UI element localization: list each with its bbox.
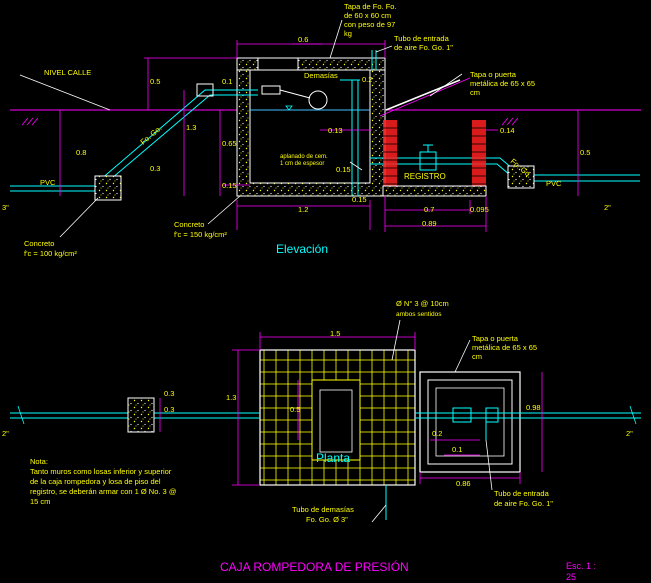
label-tapa-3: con peso de 97 bbox=[344, 20, 395, 29]
label-tapa-puerta-2: metálica de 65 x 65 bbox=[470, 79, 535, 88]
dim-plan-098: 0.98 bbox=[526, 403, 541, 412]
dim-065: 0.65 bbox=[222, 139, 237, 148]
label-tapa-4: kg bbox=[344, 29, 352, 38]
scale-value: 25 bbox=[566, 572, 576, 582]
label-varilla-1: Ø N° 3 @ 10cm bbox=[396, 299, 449, 308]
dim-01: 0.1 bbox=[222, 77, 232, 86]
label-concreto-inner-2: f'c = 150 kg/cm² bbox=[174, 230, 227, 239]
label-pipe-left: 3" bbox=[2, 203, 9, 212]
label-plan-entrada-1: Tubo de entrada bbox=[494, 489, 550, 498]
dim-015a: 0.15 bbox=[222, 181, 237, 190]
drawing-title: CAJA ROMPEDORA DE PRESIÓN bbox=[220, 559, 409, 574]
dim-014: 0.14 bbox=[500, 126, 515, 135]
label-tapa-1: Tapa de Fo. Fo. bbox=[344, 2, 397, 11]
label-pipe-right: 2" bbox=[604, 203, 611, 212]
plan-inner-opening bbox=[311, 379, 361, 461]
label-plan-tapa-3: cm bbox=[472, 352, 482, 361]
registro-lid bbox=[385, 79, 461, 111]
label-tapa-2: de 60 x 60 cm bbox=[344, 11, 391, 20]
label-plan-pipe-right: 2" bbox=[626, 429, 633, 438]
dim-08: 0.8 bbox=[76, 148, 86, 157]
note-line-2: de la caja rompedora y losa de piso del bbox=[30, 477, 161, 486]
label-registro: REGISTRO bbox=[404, 172, 446, 181]
dim-plan-03b: 0.3 bbox=[164, 405, 174, 414]
anchor-block-right bbox=[507, 165, 535, 189]
dim-12: 1.2 bbox=[298, 205, 308, 214]
registro-walls bbox=[382, 120, 487, 197]
label-plan-tapa-2: metálica de 65 x 65 bbox=[472, 343, 537, 352]
dim-07: 0.7 bbox=[424, 205, 434, 214]
plan-dimensions bbox=[159, 332, 543, 486]
dim-plan-13: 1.3 bbox=[226, 393, 236, 402]
note-title: Nota: bbox=[30, 457, 48, 466]
label-concreto-inner-1: Concreto bbox=[174, 220, 204, 229]
elevation-title: Elevación bbox=[276, 242, 328, 256]
dim-plan-03a: 0.3 bbox=[164, 389, 174, 398]
label-plan-pipe-left: 2" bbox=[2, 429, 9, 438]
dim-plan-15: 1.5 bbox=[330, 329, 340, 338]
label-nivel-calle: NIVEL CALLE bbox=[44, 68, 91, 77]
note-line-3: registro, se deberán armar con 1 Ø No. 3… bbox=[30, 487, 176, 496]
note-line-1: Tanto muros como losas inferior y superi… bbox=[30, 467, 172, 476]
anchor-block-left bbox=[94, 175, 122, 201]
dim-plan-01: 0.1 bbox=[452, 445, 462, 454]
label-tubo-entrada-2: de aire Fo. Go. 1" bbox=[394, 43, 453, 52]
air-inlet-tube bbox=[371, 50, 377, 70]
label-aplanado-1: aplanado de cem. bbox=[280, 154, 328, 160]
dim-013: 0.13 bbox=[328, 126, 343, 135]
dim-03: 0.3 bbox=[150, 164, 160, 173]
dim-06: 0.6 bbox=[298, 35, 308, 44]
dim-015b: 0.15 bbox=[336, 165, 351, 174]
dim-plan-086: 0.86 bbox=[456, 479, 471, 488]
elevation-view bbox=[10, 19, 641, 238]
label-plan-entrada-2: de aire Fo. Go. 1" bbox=[494, 499, 553, 508]
float-ball bbox=[308, 90, 328, 110]
dim-0095: 0.095 bbox=[470, 205, 489, 214]
label-tubo-demasias-2: Fo. Go. Ø 3" bbox=[306, 515, 348, 524]
dim-02: 0.2 bbox=[362, 75, 372, 84]
overflow-pipe bbox=[340, 79, 360, 196]
gate-valve bbox=[419, 144, 437, 171]
label-concreto-outer-1: Concreto bbox=[24, 239, 54, 248]
water-level-icon bbox=[285, 105, 293, 111]
plan-anchor-block bbox=[127, 397, 155, 433]
dim-plan-02: 0.2 bbox=[432, 429, 442, 438]
label-tapa-puerta-3: cm bbox=[470, 88, 480, 97]
label-tapa-puerta-1: Tapa o puerta bbox=[470, 70, 517, 79]
dim-089: 0.89 bbox=[422, 219, 437, 228]
leader-lines bbox=[19, 19, 463, 238]
label-demasias: Demasías bbox=[304, 71, 338, 80]
label-tubo-demasias-1: Tubo de demasías bbox=[292, 505, 354, 514]
plan-breaks bbox=[17, 405, 637, 425]
dim-plan-05: 0.5 bbox=[290, 405, 300, 414]
label-concreto-outer-2: f'c = 100 kg/cm² bbox=[24, 249, 77, 258]
plan-view bbox=[10, 319, 641, 523]
label-pvc-right: PVC bbox=[546, 179, 562, 188]
inlet-pipe bbox=[10, 83, 258, 192]
label-aplanado-2: 1 cm de espesor bbox=[280, 161, 324, 167]
plan-registro bbox=[419, 371, 521, 473]
label-pvc-left: PVC bbox=[40, 178, 56, 187]
ground-hatch bbox=[21, 117, 519, 126]
label-varilla-2: ambos sentidos bbox=[396, 311, 442, 318]
dim-13: 1.3 bbox=[186, 123, 196, 132]
float-valve bbox=[261, 85, 281, 95]
dim-015c: 0.15 bbox=[352, 195, 367, 204]
label-tubo-entrada-1: Tubo de entrada bbox=[394, 34, 450, 43]
note-line-4: 15 cm bbox=[30, 497, 50, 506]
label-fogo-left: Fo. Go. bbox=[139, 124, 164, 147]
label-plan-tapa-1: Tapa o puerta bbox=[472, 334, 519, 343]
dim-05-left: 0.5 bbox=[150, 77, 160, 86]
plan-leaders bbox=[371, 319, 493, 523]
manhole-cover bbox=[257, 57, 299, 71]
dim-05-right: 0.5 bbox=[580, 148, 590, 157]
scale-label: Esc. 1 : bbox=[566, 561, 596, 571]
plan-title: Planta bbox=[316, 451, 350, 465]
